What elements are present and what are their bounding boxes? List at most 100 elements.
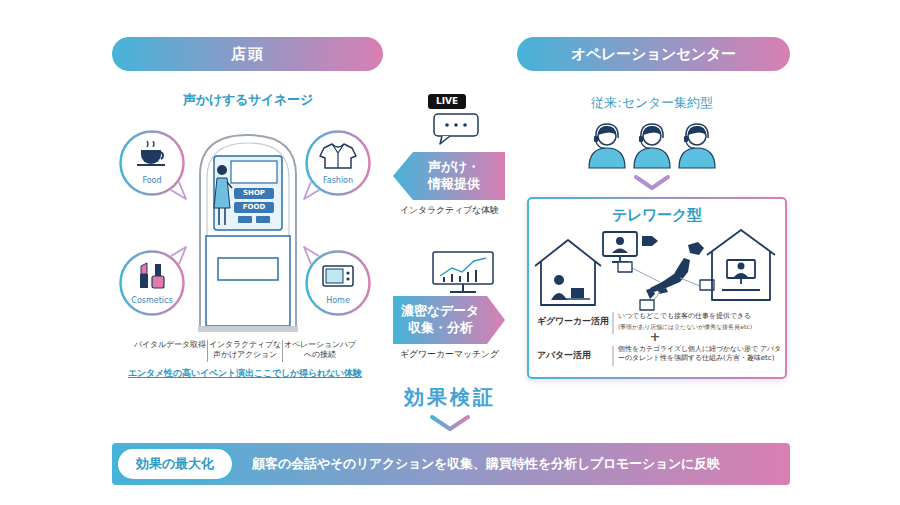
telework-illustration xyxy=(612,249,628,254)
telework-illustration xyxy=(618,262,632,272)
fashion-icon xyxy=(320,144,356,168)
item-description: いつでもどこでも接客の仕事を提供できる xyxy=(618,312,783,321)
chat-icon xyxy=(440,136,450,144)
arrow-shape xyxy=(393,296,505,344)
live-tag: LIVE xyxy=(428,94,466,109)
separator xyxy=(208,340,283,362)
signage-kiosk xyxy=(231,161,277,183)
category-bubble: Cosmetics xyxy=(119,250,185,316)
bubble-outline xyxy=(305,130,371,196)
kiosk-button: FOOD xyxy=(234,202,274,213)
signage-kiosk xyxy=(238,216,252,223)
operator-icon xyxy=(634,124,670,168)
cosmetics-icon xyxy=(140,263,164,288)
separator xyxy=(613,312,614,366)
bubble-outline xyxy=(307,132,370,195)
cosmetics-icon xyxy=(152,276,164,288)
kiosk-button: SHOP xyxy=(234,188,274,199)
category-bubble: Food xyxy=(119,130,185,196)
telework-illustration xyxy=(571,288,584,298)
node-text: 効果の最大化 xyxy=(136,456,214,472)
home-icon xyxy=(346,271,349,274)
header-pill: オペレーションセンター xyxy=(517,37,790,71)
telework-illustration xyxy=(566,298,590,300)
fashion-icon xyxy=(320,144,356,168)
monitor-icon xyxy=(450,284,476,292)
food-icon xyxy=(141,150,161,164)
food-icon xyxy=(161,152,163,159)
cosmetics-icon xyxy=(141,263,147,274)
flow-arrow: 濃密なデータ 収集・分析ギグワーカーマッチング xyxy=(393,296,505,360)
feature-note: オペレーションハブ への接続 xyxy=(284,340,356,360)
signage-kiosk xyxy=(214,156,282,230)
telework-illustration xyxy=(707,230,775,255)
signage-kiosk xyxy=(200,135,296,330)
food-icon xyxy=(137,164,165,166)
cosmetics-icon xyxy=(140,274,148,288)
signage-kiosk xyxy=(198,326,298,332)
telework-illustration xyxy=(640,300,654,310)
monitor-icon xyxy=(440,258,486,276)
telework-illustration xyxy=(603,232,637,256)
telework-illustration xyxy=(632,268,700,300)
telework-illustration xyxy=(551,293,567,300)
bubble-outline xyxy=(121,252,184,315)
item-heading: アバター活用 xyxy=(537,350,611,361)
bubble-outline xyxy=(307,252,370,315)
chat-icon xyxy=(434,114,478,144)
monitor-icon xyxy=(433,252,493,292)
item-description: (事情があり店舗には立たないが優秀な接客員etc) xyxy=(618,323,783,331)
telework-illustration xyxy=(612,256,628,262)
chat-icon xyxy=(434,114,478,136)
down-chevron xyxy=(432,417,468,429)
monitor-icon xyxy=(444,270,476,282)
chat-icon xyxy=(445,123,449,127)
item-heading: ギグワーカー活用 xyxy=(537,316,611,327)
telework-illustration xyxy=(541,262,595,305)
operator-icon xyxy=(589,124,715,168)
telework-illustration xyxy=(738,263,745,270)
down-chevron xyxy=(636,177,668,188)
telework-illustration xyxy=(712,251,770,300)
signage-kiosk xyxy=(219,182,232,225)
operator-icon xyxy=(679,124,715,168)
node-text: Home xyxy=(326,296,350,306)
signage-kiosk xyxy=(206,236,290,326)
result-pill: 効果の最大化 xyxy=(116,447,234,481)
signage-kiosk xyxy=(218,258,278,280)
feature-note: インタラクティブな 声かけアクション xyxy=(208,340,282,360)
node-text: 顧客の会話やそのリアクションを収集、購買特性を分析しプロモーションに反映 xyxy=(252,456,720,472)
result-band: 顧客の会話やそのリアクションを収集、購買特性を分析しプロモーションに反映 効果の最… xyxy=(112,443,790,485)
telework-illustration xyxy=(722,278,760,290)
telework-illustration xyxy=(688,242,704,255)
signage-kiosk xyxy=(207,143,289,330)
node-text: LIVE xyxy=(436,97,458,106)
telework-illustration xyxy=(535,230,775,310)
bubble-outline xyxy=(305,250,371,316)
telework-illustration xyxy=(727,260,755,278)
highlight-note: エンタメ性の高いイベント演出ここでしか得られない体験 xyxy=(110,368,380,380)
cosmetics-icon xyxy=(155,264,161,276)
node-text: 声がけ・情報提供 xyxy=(393,152,505,200)
home-icon xyxy=(326,269,343,283)
monitor-icon xyxy=(433,252,493,284)
node-text: 濃密なデータ 収集・分析 xyxy=(393,296,505,344)
node-text: SHOP xyxy=(243,190,265,197)
node-text: Fashion xyxy=(323,176,353,186)
flow-arrow: 声がけ・情報提供インタラクティブな体験 xyxy=(393,152,505,216)
signage-kiosk xyxy=(256,216,270,223)
node-text: FOOD xyxy=(243,204,266,211)
node-text: テレワーク型 xyxy=(612,206,702,225)
panel-outline xyxy=(528,198,786,378)
signage-kiosk: 声かけするサイネージSHOPFOOD xyxy=(170,92,326,332)
home-icon xyxy=(323,266,353,286)
category-bubble: Home xyxy=(305,250,371,316)
item-description: 個性をカテゴライズし個人に紐づかない形で アバターのタレント性を強調する仕組み(… xyxy=(618,345,783,363)
node-text: 店頭 xyxy=(231,45,265,64)
signage-kiosk xyxy=(217,165,227,175)
